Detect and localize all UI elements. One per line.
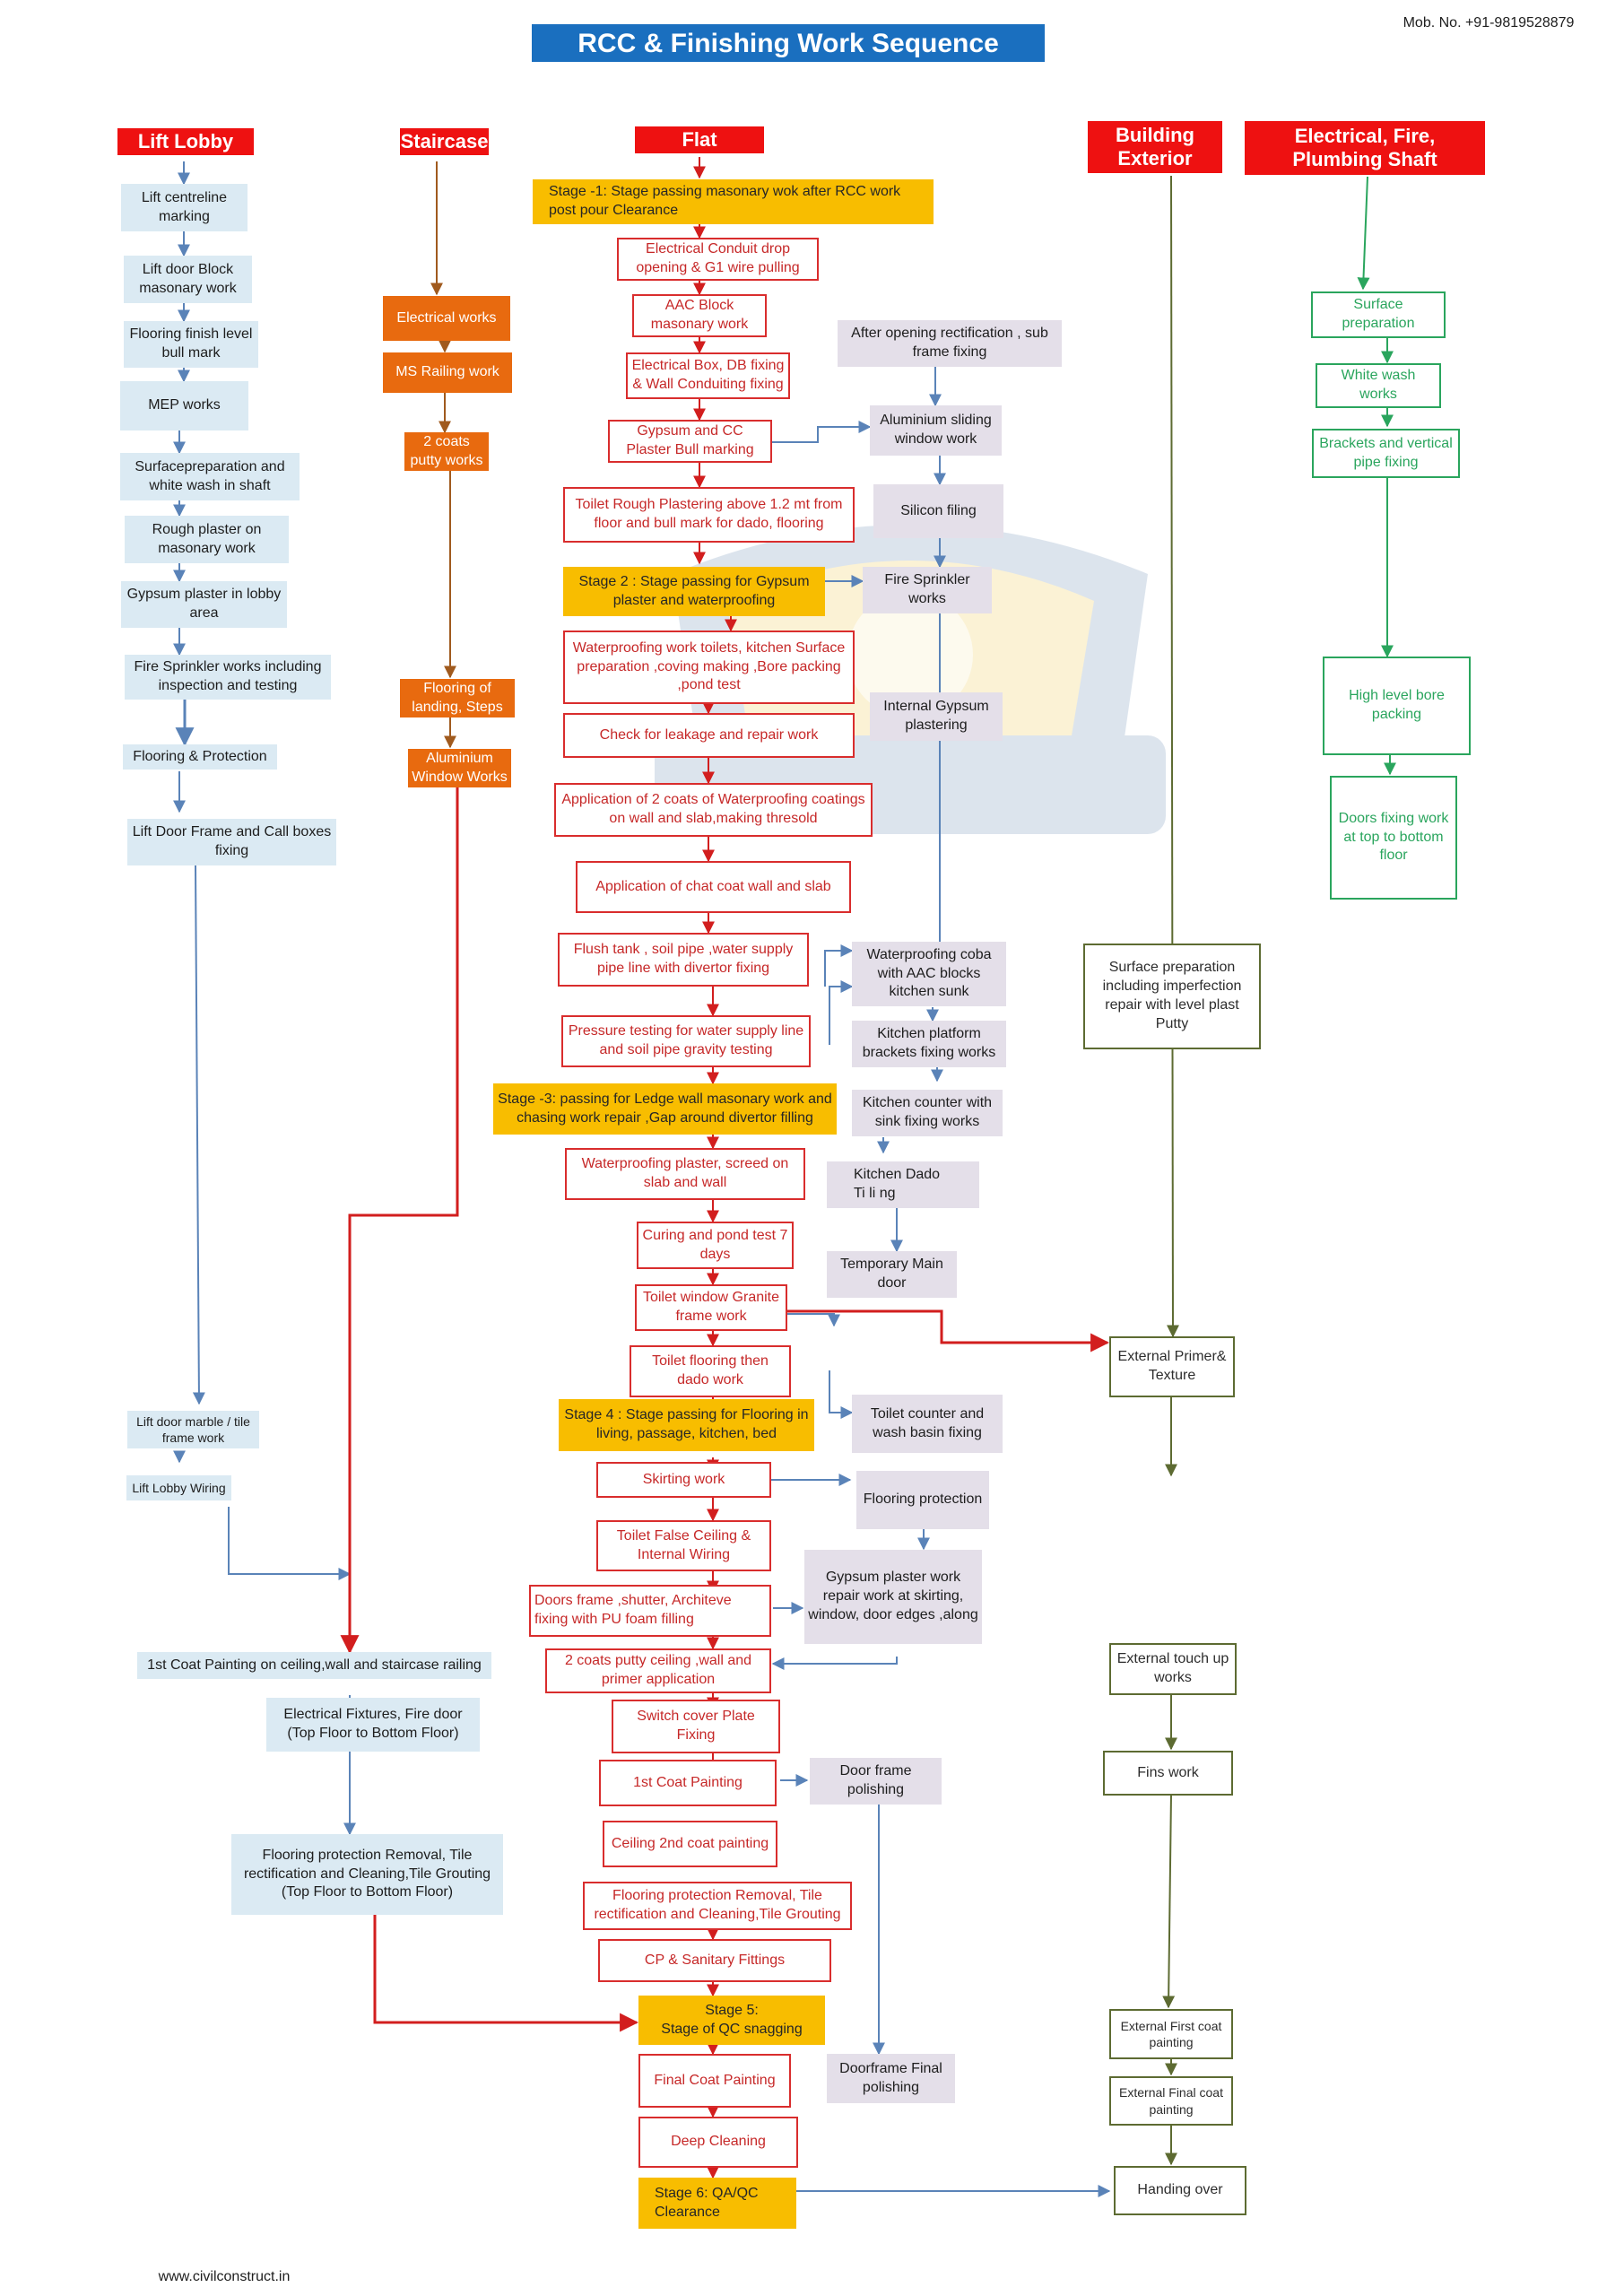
side-step: Kitchen Dado Ti li ng — [827, 1161, 979, 1208]
flat-step: Curing and pond test 7 days — [637, 1222, 794, 1269]
flat-step: 1st Coat Painting — [599, 1760, 777, 1806]
side-step: Waterproofing coba with AAC blocks kitch… — [852, 942, 1006, 1006]
flat-stage-3: Stage -3: passing for Ledge wall masonar… — [493, 1083, 837, 1135]
heading-shaft: Electrical, Fire, Plumbing Shaft — [1245, 121, 1485, 175]
staircase-step: Electrical works — [383, 296, 510, 341]
shaft-step: Doors fixing work at top to bottom floor — [1330, 776, 1457, 900]
common-step: Electrical Fixtures, Fire door (Top Floo… — [266, 1698, 480, 1752]
flat-step: 2 coats putty ceiling ,wall and primer a… — [545, 1648, 771, 1693]
common-step: 1st Coat Painting on ceiling,wall and st… — [137, 1652, 491, 1679]
flat-step: Flush tank , soil pipe ,water supply pip… — [558, 933, 809, 987]
shaft-step: Surface preparation — [1311, 291, 1446, 338]
exterior-step: External Primer& Texture — [1109, 1336, 1235, 1397]
flat-step: Pressure testing for water supply line a… — [561, 1015, 811, 1067]
website-footer: www.civilconstruct.in — [158, 2268, 291, 2284]
lobby-step: Flooring finish level bull mark — [124, 321, 258, 368]
lobby-step: Flooring & Protection — [123, 744, 277, 770]
side-step: Temporary Main door — [827, 1251, 957, 1298]
exterior-step: External First coat painting — [1109, 2009, 1233, 2059]
mobile-number: Mob. No. +91-9819528879 — [1403, 14, 1575, 30]
flat-step: Skirting work — [596, 1462, 771, 1498]
staircase-step: Aluminium Window Works — [408, 749, 511, 787]
flat-step: Final Coat Painting — [638, 2054, 791, 2108]
exterior-step: Handing over — [1114, 2166, 1246, 2215]
flat-stage-1: Stage -1: Stage passing masonary wok aft… — [533, 179, 934, 224]
staircase-step: Flooring of landing, Steps — [400, 679, 515, 718]
flat-step: AAC Block masonary work — [632, 294, 767, 337]
side-step: Internal Gypsum plastering — [870, 692, 1003, 741]
flat-step: Electrical Box, DB fixing & Wall Conduit… — [626, 352, 790, 399]
exterior-step: External touch up works — [1109, 1643, 1237, 1695]
side-step: After opening rectification , sub frame … — [838, 320, 1062, 367]
lobby-step: Lift door marble / tile frame work — [127, 1411, 259, 1448]
lobby-step: Rough plaster on masonary work — [125, 516, 289, 563]
side-step: Toilet counter and wash basin fixing — [852, 1395, 1003, 1453]
common-step: Flooring protection Removal, Tile rectif… — [231, 1834, 503, 1915]
side-step: Flooring protection — [856, 1471, 989, 1529]
lobby-step: Lift Door Frame and Call boxes fixing — [127, 819, 336, 865]
flat-step: Flooring protection Removal, Tile rectif… — [583, 1882, 852, 1930]
shaft-step: High level bore packing — [1323, 657, 1471, 755]
heading-building-exterior: Building Exterior — [1088, 121, 1222, 173]
heading-staircase: Staircase — [400, 128, 489, 155]
exterior-step: Surface preparation including imperfecti… — [1083, 944, 1261, 1049]
side-step: Kitchen platform brackets fixing works — [852, 1021, 1006, 1067]
flat-step: Application of 2 coats of Waterproofing … — [554, 783, 873, 837]
staircase-step: 2 coats putty works — [404, 432, 489, 471]
flat-step: Toilet False Ceiling & Internal Wiring — [596, 1520, 771, 1571]
lobby-step: Gypsum plaster in lobby area — [121, 581, 287, 628]
shaft-step: White wash works — [1316, 363, 1441, 408]
flat-step: Gypsum and CC Plaster Bull marking — [608, 420, 772, 463]
lobby-step: Lift centreline marking — [121, 184, 248, 231]
flat-step: Application of chat coat wall and slab — [576, 861, 851, 913]
staircase-step: MS Railing work — [383, 352, 512, 393]
flat-step: Deep Cleaning — [638, 2117, 798, 2168]
shaft-step: Brackets and vertical pipe fixing — [1312, 429, 1460, 478]
flat-stage-4: Stage 4 : Stage passing for Flooring in … — [559, 1399, 814, 1451]
flat-step: Toilet window Granite frame work — [635, 1284, 787, 1331]
flat-step: Toilet flooring then dado work — [630, 1345, 791, 1397]
page-title: RCC & Finishing Work Sequence — [532, 24, 1045, 62]
side-step: Gypsum plaster work repair work at skirt… — [804, 1550, 982, 1644]
side-step: Aluminium sliding window work — [870, 405, 1002, 456]
flat-step: Waterproofing plaster, screed on slab an… — [565, 1148, 805, 1200]
side-step: Silicon filing — [873, 484, 1003, 538]
flat-step: Check for leakage and repair work — [563, 713, 855, 758]
flat-stage-2: Stage 2 : Stage passing for Gypsum plast… — [563, 567, 825, 616]
side-step: Kitchen counter with sink fixing works — [852, 1090, 1003, 1136]
heading-lift-lobby: Lift Lobby — [117, 128, 254, 155]
flat-stage-6: Stage 6: QA/QC Clearance — [638, 2178, 796, 2229]
flat-step: CP & Sanitary Fittings — [598, 1939, 831, 1982]
lobby-step: Surfacepreparation and white wash in sha… — [120, 453, 300, 500]
flat-step: Doors frame ,shutter, Architeve fixing w… — [529, 1585, 771, 1637]
flat-step: Ceiling 2nd coat painting — [603, 1821, 777, 1867]
exterior-step: Fins work — [1103, 1751, 1233, 1796]
lobby-step: MEP works — [120, 381, 248, 430]
flat-step: Waterproofing work toilets, kitchen Surf… — [563, 631, 855, 704]
heading-flat: Flat — [635, 126, 764, 153]
exterior-step: External Final coat painting — [1109, 2076, 1233, 2126]
lobby-step: Lift door Block masonary work — [124, 256, 252, 303]
side-step: Fire Sprinkler works — [863, 567, 992, 613]
side-step: Doorframe Final polishing — [827, 2054, 955, 2103]
flat-step: Toilet Rough Plastering above 1.2 mt fro… — [563, 487, 855, 543]
flat-step: Switch cover Plate Fixing — [612, 1700, 780, 1753]
flat-stage-5: Stage 5: Stage of QC snagging — [638, 1996, 825, 2045]
flat-step: Electrical Conduit drop opening & G1 wir… — [617, 238, 819, 281]
lobby-step: Lift Lobby Wiring — [126, 1475, 231, 1500]
side-step: Door frame polishing — [810, 1758, 942, 1805]
lobby-step: Fire Sprinkler works including inspectio… — [125, 655, 331, 700]
